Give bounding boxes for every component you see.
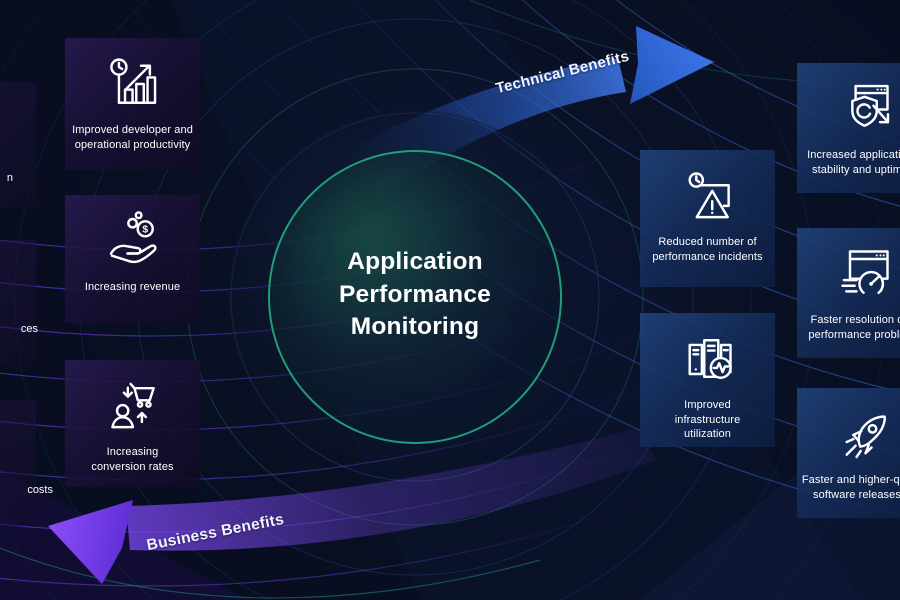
card-improved-developer-productivity: Improved developer and operational produ… bbox=[65, 38, 200, 170]
card-increasing-conversion-rates: Increasing conversion rates bbox=[65, 360, 200, 487]
card-faster-resolution-performance-problems: Faster resolution o performance proble bbox=[797, 228, 900, 358]
card-label: Increasing conversion rates bbox=[91, 446, 174, 473]
card-faster-higher-quality-releases: Faster and higher-qua software releases bbox=[797, 388, 900, 518]
card-label: Increasing revenue bbox=[84, 281, 181, 293]
partial-label-fragment: ces bbox=[20, 323, 38, 335]
card-label: Faster and higher-qua software releases bbox=[801, 474, 900, 501]
card-improved-infrastructure-utilization: Improved infrastructure utilization bbox=[640, 313, 775, 447]
business-benefits-arrow bbox=[48, 428, 656, 584]
central-circle bbox=[268, 150, 562, 444]
growth-chart-clock-icon bbox=[103, 54, 163, 114]
servers-health-pulse-icon bbox=[678, 329, 738, 389]
card-label: Improved infrastructure utilization bbox=[674, 399, 741, 440]
customer-cart-conversion-icon bbox=[103, 376, 163, 436]
card-increasing-revenue: $ Increasing revenue bbox=[65, 195, 200, 323]
shield-window-arrow-icon bbox=[835, 79, 895, 139]
svg-text:$: $ bbox=[142, 225, 148, 236]
incident-alarm-warning-icon bbox=[678, 166, 738, 226]
hand-coins-icon: $ bbox=[103, 211, 163, 271]
partial-card-left-2 bbox=[0, 240, 36, 366]
card-label: Improved developer and operational produ… bbox=[72, 124, 193, 151]
partial-card-left-1 bbox=[0, 82, 36, 208]
card-reduced-performance-incidents: Reduced number of performance incidents bbox=[640, 150, 775, 287]
partial-label-fragment: n bbox=[6, 172, 13, 184]
diagram-title: Application Performance Monitoring bbox=[339, 248, 491, 340]
card-label: Increased applicatio stability and uptim bbox=[807, 149, 900, 176]
card-label: Faster resolution o performance proble bbox=[808, 314, 900, 341]
partial-label-fragment: costs bbox=[27, 484, 53, 496]
teal-arc-bottom bbox=[0, 547, 541, 599]
rocket-icon bbox=[835, 404, 895, 464]
partial-card-left-3 bbox=[0, 400, 36, 526]
speedometer-window-icon bbox=[835, 244, 895, 304]
bottom-left-wedge bbox=[0, 470, 250, 600]
card-label: Reduced number of performance incidents bbox=[652, 236, 763, 263]
card-increased-application-stability: Increased applicatio stability and uptim bbox=[797, 63, 900, 193]
